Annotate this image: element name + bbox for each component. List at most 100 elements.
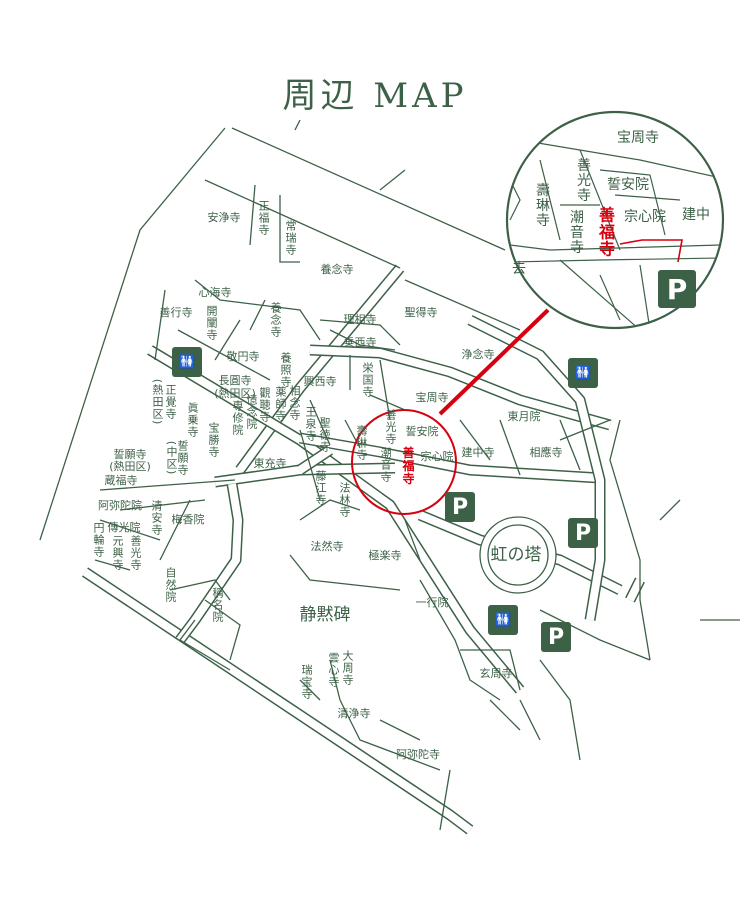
temple-label: 誓願寺 xyxy=(176,440,189,476)
temple-label: 誓願寺 xyxy=(113,448,147,461)
temple-label: 玄周寺 xyxy=(479,667,513,680)
callout-line xyxy=(438,308,550,416)
block-line xyxy=(94,559,131,571)
temple-label: 雲心寺 xyxy=(327,652,340,688)
road xyxy=(236,265,404,473)
temple-label: (中区) xyxy=(165,440,178,476)
inset-temple-label: 潮音寺 xyxy=(568,209,584,255)
block-line xyxy=(177,329,271,381)
block-line xyxy=(179,619,231,671)
temple-label: 眞乗寺 xyxy=(186,402,199,438)
block-line xyxy=(459,419,491,461)
block-line xyxy=(519,699,541,741)
temple-label: 王泉寺 xyxy=(304,406,317,442)
temple-label: 觀聴寺 xyxy=(258,387,271,423)
parking-icon: P xyxy=(658,270,696,308)
temple-label: 稱名院 xyxy=(211,587,224,623)
restroom-icon: 🚻 xyxy=(172,347,202,377)
block-line xyxy=(39,127,226,541)
restroom-icon: 🚻 xyxy=(488,605,518,635)
target-highlight-circle xyxy=(351,409,457,515)
block-line xyxy=(609,419,641,600)
temple-label: 興西寺 xyxy=(303,375,337,388)
inset-temple-label: 去 xyxy=(510,260,526,276)
temple-label: 安浄寺 xyxy=(207,211,241,224)
temple-label: 宗心院 xyxy=(420,450,454,463)
inset-line xyxy=(614,194,681,201)
block-line xyxy=(344,419,361,449)
block-line xyxy=(214,319,241,361)
road xyxy=(468,316,604,621)
inset-temple-label: 宗心院 xyxy=(624,209,666,225)
temple-label: 乗西寺 xyxy=(343,336,377,349)
inset-line xyxy=(539,159,561,241)
block-line xyxy=(419,579,501,701)
temple-label: 清浄寺 xyxy=(337,707,371,720)
inset-target-temple-label: 善福寺 xyxy=(596,206,615,258)
temple-label: 正覺寺 xyxy=(164,384,177,420)
temple-label: 法林寺 xyxy=(338,482,351,518)
tower-circle-inner xyxy=(487,524,549,586)
block-line xyxy=(559,419,581,471)
block-line xyxy=(231,127,506,251)
temple-label: 相應寺 xyxy=(529,446,563,459)
block-line xyxy=(204,599,241,661)
inset-line xyxy=(559,259,641,327)
road xyxy=(82,568,473,834)
inset-line xyxy=(599,169,666,236)
temple-label: 法然寺 xyxy=(310,540,344,553)
temple-label: 専修院 xyxy=(231,400,244,436)
road xyxy=(309,346,612,429)
block-line xyxy=(439,769,451,831)
temple-label: 傳光院 xyxy=(107,521,141,534)
temple-label: 瑞宝寺 xyxy=(300,664,313,700)
block-line xyxy=(194,279,321,341)
inset-line xyxy=(509,244,721,251)
temple-label: 藤江寺 xyxy=(314,470,327,506)
temple-label: 阿弥陀院 xyxy=(98,499,142,512)
inset-line xyxy=(519,139,722,181)
block-line xyxy=(559,419,611,441)
temple-label: 宝周寺 xyxy=(415,391,449,404)
block-line xyxy=(309,399,331,446)
restroom-icon: 🚻 xyxy=(568,358,598,388)
temple-label: 静黙碑 xyxy=(299,605,351,625)
road xyxy=(297,446,333,474)
block-line xyxy=(379,169,406,191)
temple-label: 善光寺 xyxy=(129,535,142,571)
temple-label: 聖徳寺 xyxy=(318,417,331,453)
temple-label: 円輪寺 xyxy=(92,522,105,558)
block-line xyxy=(379,719,421,741)
parking-icon: P xyxy=(445,492,475,522)
temple-label: 梅香院 xyxy=(171,513,205,526)
block-line xyxy=(319,319,401,346)
parking-icon: P xyxy=(541,622,571,652)
roads xyxy=(81,264,645,835)
temple-label: (熱田区) xyxy=(151,378,164,426)
block-line xyxy=(279,195,300,263)
temple-label: 薬師寺 xyxy=(274,386,287,422)
block-line xyxy=(99,479,236,491)
block-line xyxy=(299,679,321,701)
temple-label: 常瑞寺 xyxy=(284,220,297,256)
temple-label: 大周寺 xyxy=(341,650,354,686)
block-line xyxy=(294,119,301,131)
temple-label: 東充寺 xyxy=(253,457,287,470)
temple-label: 極楽寺 xyxy=(368,549,402,562)
temple-label: 相念寺 xyxy=(288,385,301,421)
block-line xyxy=(169,579,231,601)
block-line xyxy=(204,179,401,269)
block-line xyxy=(99,519,161,541)
temple-label: 開闡寺 xyxy=(205,305,218,341)
temple-label: 養念寺 xyxy=(269,302,282,338)
page-title: 周辺 MAP xyxy=(282,76,468,116)
temple-label: 聖得寺 xyxy=(404,306,438,319)
temple-label: 長圓寺 xyxy=(218,374,252,387)
block-line xyxy=(639,599,651,661)
temple-label: 養照寺 xyxy=(279,352,292,388)
block-line xyxy=(539,609,651,661)
block-line xyxy=(119,499,206,511)
temple-label: 憶念院 xyxy=(245,394,258,430)
temple-label: 善光寺 xyxy=(384,409,397,445)
